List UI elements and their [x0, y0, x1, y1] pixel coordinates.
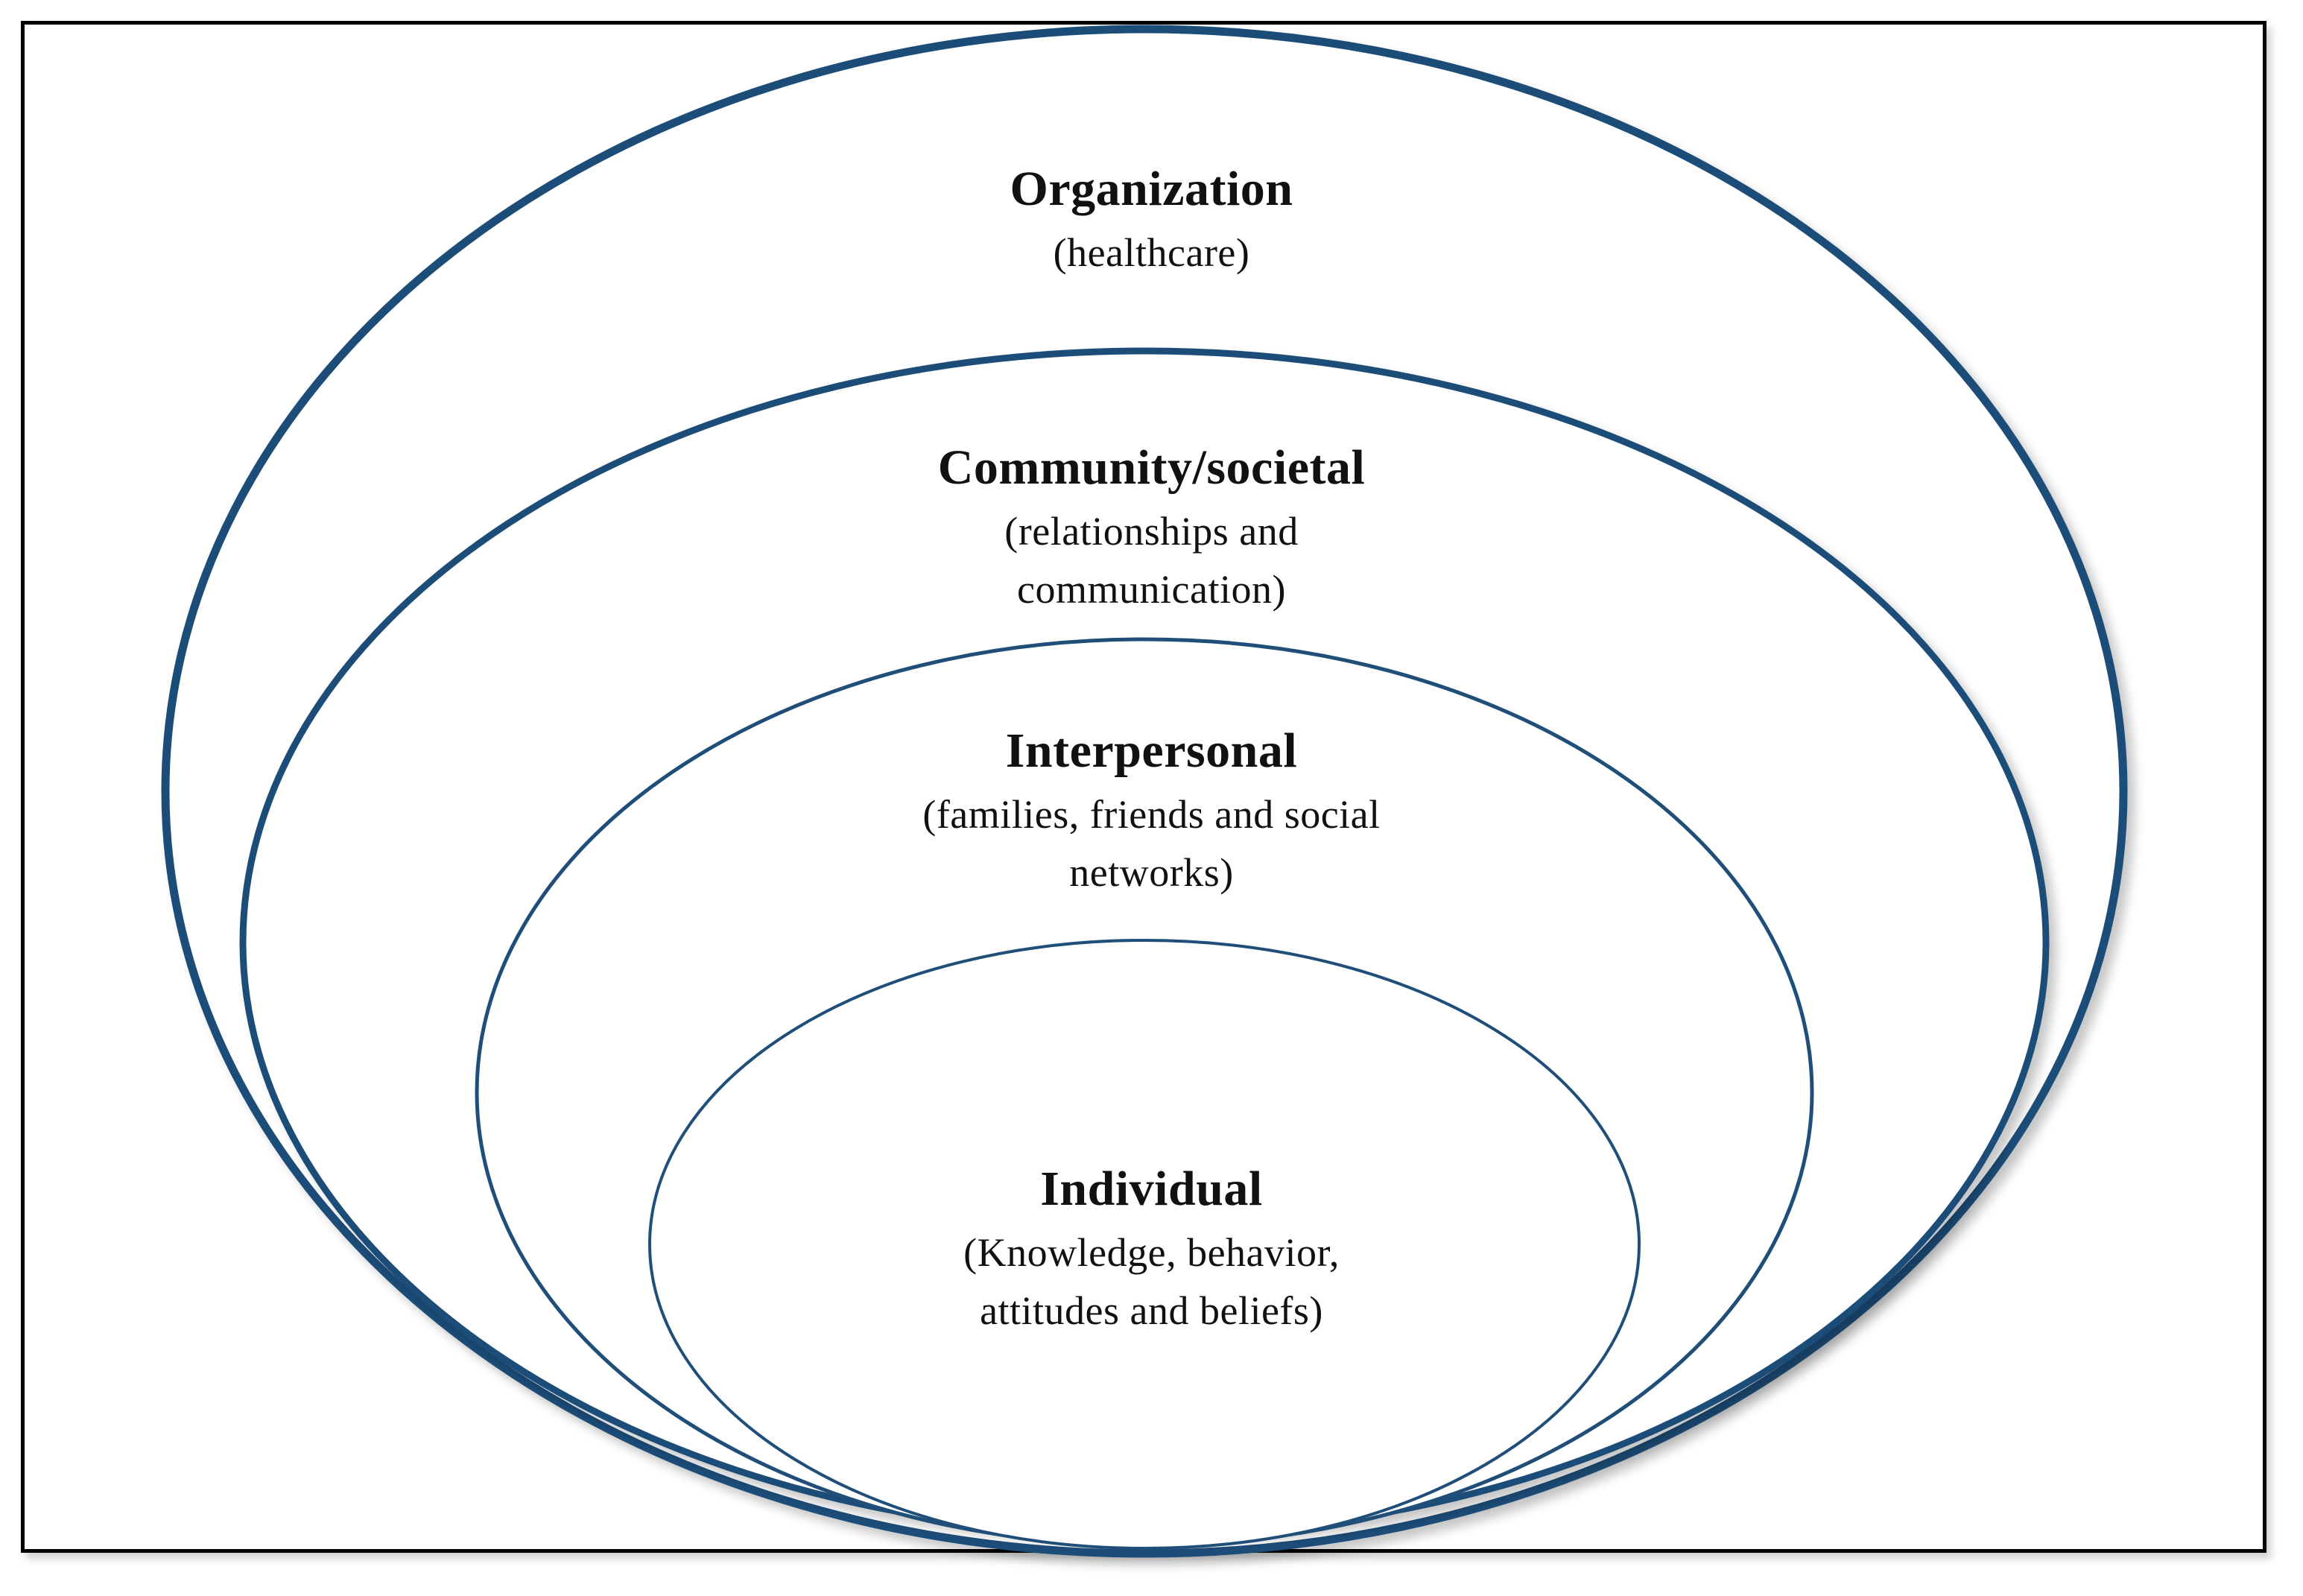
level-interpersonal: Interpersonal (families, friends and soc…: [0, 721, 2303, 902]
level-community-title: Community/societal: [937, 440, 1366, 495]
level-individual: Individual (Knowledge, behavior, attitud…: [0, 1159, 2303, 1340]
level-organization-title: Organization: [1010, 162, 1293, 216]
level-community-description: (relationships and communication): [1004, 509, 1299, 612]
level-organization-description: (healthcare): [1053, 230, 1250, 275]
level-organization: Organization (healthcare): [0, 159, 2303, 282]
level-individual-title: Individual: [1040, 1162, 1263, 1216]
level-interpersonal-title: Interpersonal: [1005, 723, 1298, 778]
level-individual-description: (Knowledge, behavior, attitudes and beli…: [963, 1230, 1340, 1333]
level-community: Community/societal (relationships and co…: [0, 438, 2303, 618]
ring-individual: [648, 939, 1641, 1550]
level-interpersonal-description: (families, friends and social networks): [922, 792, 1381, 895]
